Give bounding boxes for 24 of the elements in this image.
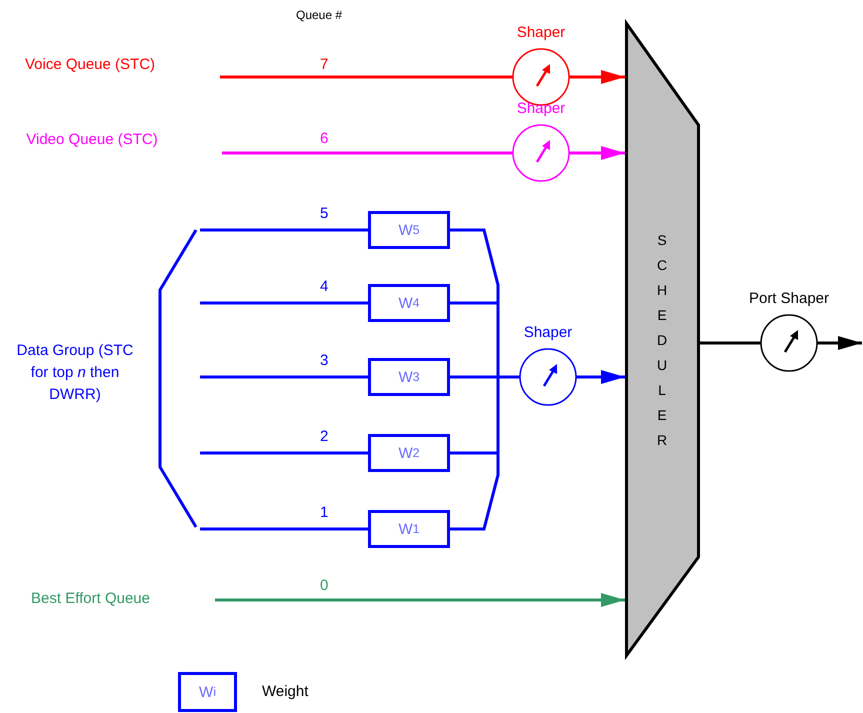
arrow xyxy=(215,593,625,607)
shaper-label: Shaper xyxy=(522,323,574,343)
connector-line xyxy=(200,228,368,232)
queue-label: Video Queue (STC) xyxy=(25,130,159,150)
arrow xyxy=(569,146,625,160)
shaper-label: Port Shaper xyxy=(748,289,830,309)
connector-line xyxy=(200,528,368,530)
connector-line xyxy=(200,376,368,378)
legend-label: Weight xyxy=(262,683,308,700)
shaper-label: Shaper xyxy=(516,23,566,43)
connector-line xyxy=(220,76,513,78)
connector-line xyxy=(200,452,368,454)
scheduler-label: SCHEDULER xyxy=(654,232,670,457)
arrow xyxy=(569,70,625,84)
connector-line xyxy=(222,152,513,154)
shaper-label: Shaper xyxy=(516,99,566,119)
connector-line xyxy=(200,302,368,304)
column-heading: Queue # xyxy=(296,8,342,22)
queue-label: Best Effort Queue xyxy=(30,589,151,609)
connector-line xyxy=(700,342,761,344)
arrow xyxy=(817,336,862,350)
arrow xyxy=(576,370,625,384)
queue-label: Voice Queue (STC) xyxy=(24,55,156,75)
group-label: Data Group (STC for top n then DWRR) xyxy=(16,341,134,405)
